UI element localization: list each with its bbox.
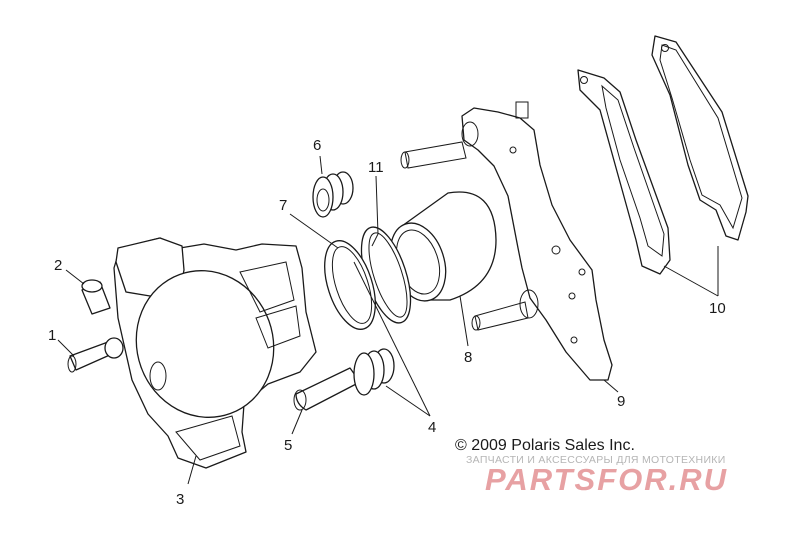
callout-6: 6 [313, 137, 321, 154]
callout-3: 3 [176, 491, 184, 508]
slide-pin-boot-upper [312, 171, 354, 218]
callout-4: 4 [428, 419, 436, 436]
caliper-body [113, 237, 317, 469]
callout-11: 11 [368, 159, 384, 176]
callout-8: 8 [464, 349, 472, 366]
callout-2: 2 [54, 257, 62, 274]
callout-5: 5 [284, 437, 292, 454]
callout-10: 10 [709, 300, 726, 317]
watermark-tagline: ЗАПЧАСТИ И АКСЕССУАРЫ ДЛЯ МОТОТЕХНИКИ [466, 454, 726, 466]
slide-pin-assembly [293, 348, 395, 411]
bleeder-screw [67, 337, 124, 373]
watermark-logo: PARTSFOR.RU [485, 462, 729, 497]
callout-9: 9 [617, 393, 625, 410]
caliper-bracket [400, 101, 613, 381]
bushing [81, 279, 111, 315]
leader-lines [57, 155, 719, 485]
brake-pad-outer [651, 35, 749, 241]
copyright-notice: © 2009 Polaris Sales Inc. [455, 437, 635, 454]
brake-pad-inner [577, 69, 671, 275]
callout-7: 7 [279, 197, 287, 214]
piston-seal-7 [324, 240, 376, 330]
callout-1: 1 [48, 327, 56, 344]
